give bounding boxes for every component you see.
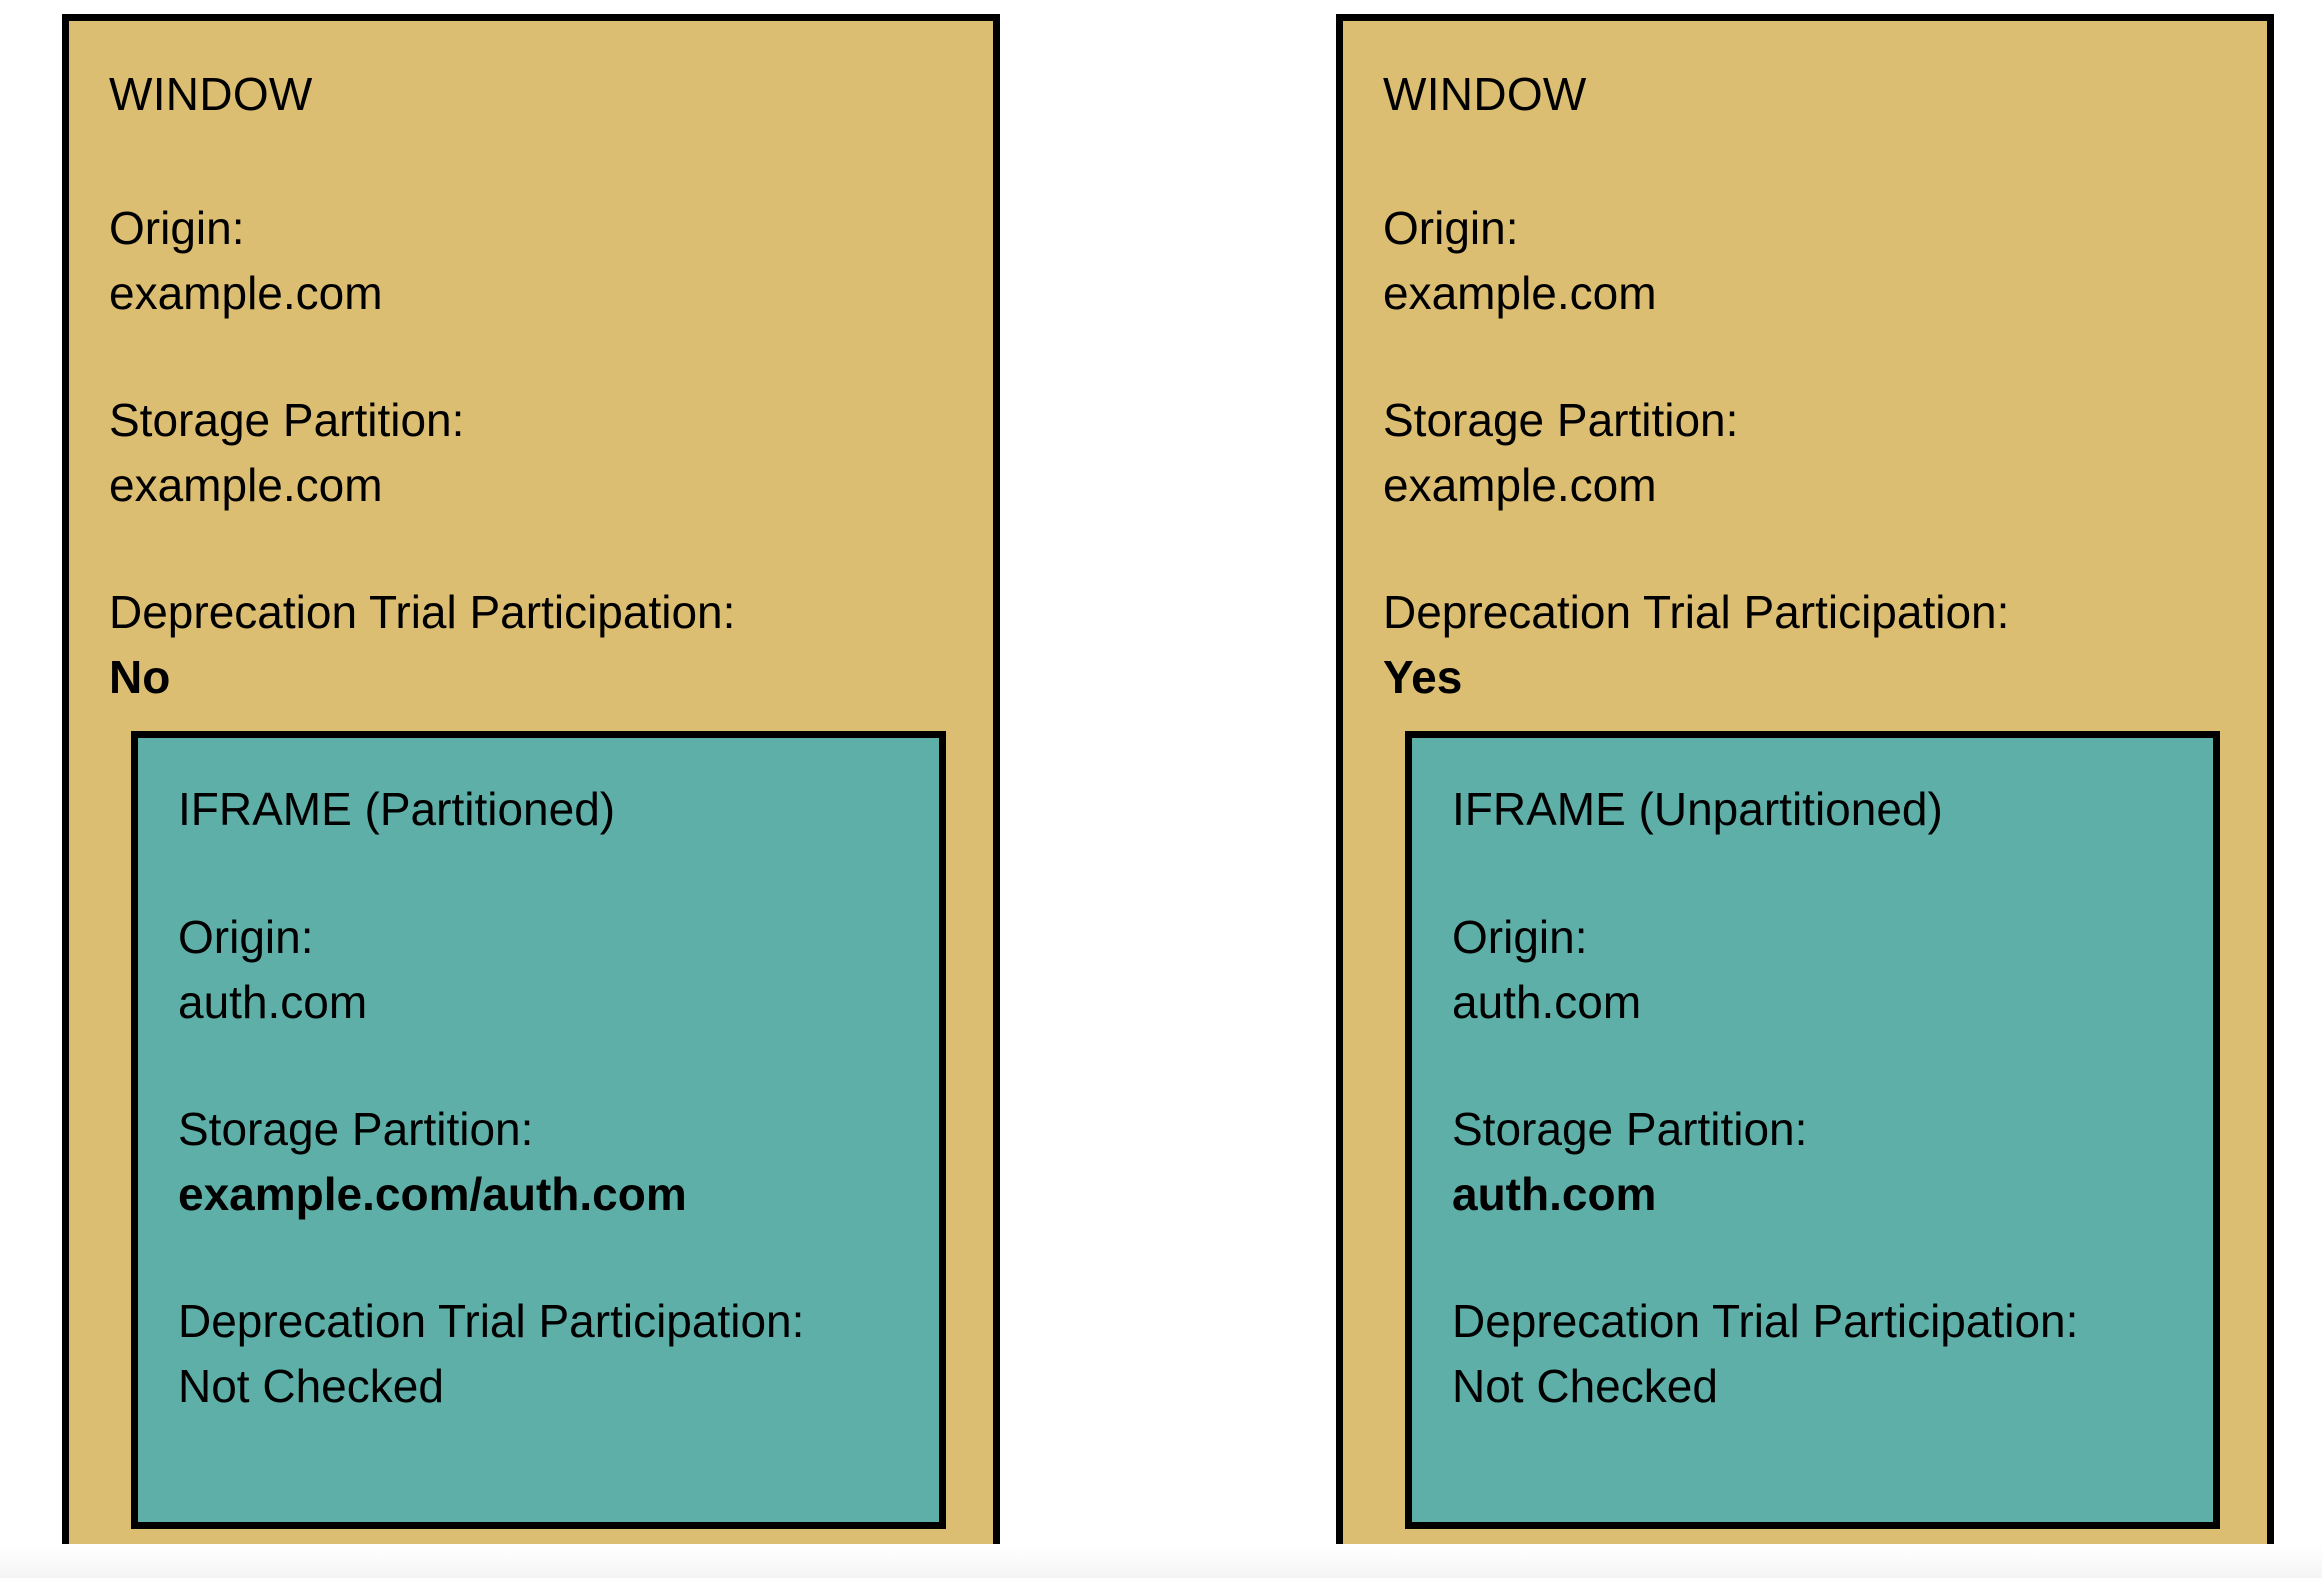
window-origin-field-right: Origin: example.com	[1383, 205, 1657, 317]
window-deprecation-trial-field-right: Deprecation Trial Participation: Yes	[1383, 589, 2009, 701]
iframe-origin-label-left: Origin:	[178, 911, 314, 963]
iframe-origin-label-right: Origin:	[1452, 911, 1588, 963]
iframe-storage-partition-field-left: Storage Partition: example.com/auth.com	[178, 1106, 687, 1218]
iframe-origin-value-left: auth.com	[178, 975, 368, 1028]
iframe-storage-partition-value-right: auth.com	[1452, 1167, 1657, 1220]
window-origin-field-left: Origin: example.com	[109, 205, 383, 317]
iframe-title-left: IFRAME (Partitioned)	[178, 783, 616, 835]
iframe-deprecation-trial-value-right: Not Checked	[1452, 1359, 1718, 1412]
window-box-partitioned: WINDOW Origin: example.com Storage Parti…	[62, 14, 1000, 1552]
iframe-origin-value-right: auth.com	[1452, 975, 1642, 1028]
iframe-deprecation-trial-field-right: Deprecation Trial Participation: Not Che…	[1452, 1298, 2078, 1410]
window-storage-partition-field-left: Storage Partition: example.com	[109, 397, 464, 509]
iframe-content-unpartitioned: IFRAME (Unpartitioned) Origin: auth.com …	[1412, 738, 2213, 1522]
window-box-unpartitioned: WINDOW Origin: example.com Storage Parti…	[1336, 14, 2274, 1552]
window-content-unpartitioned: WINDOW Origin: example.com Storage Parti…	[1343, 21, 2267, 1545]
window-storage-partition-value-left: example.com	[109, 458, 383, 511]
window-deprecation-trial-value-right: Yes	[1383, 650, 1463, 703]
window-storage-partition-label-right: Storage Partition:	[1383, 394, 1739, 446]
iframe-deprecation-trial-value-left: Not Checked	[178, 1359, 444, 1412]
iframe-deprecation-trial-field-left: Deprecation Trial Participation: Not Che…	[178, 1298, 804, 1410]
window-storage-partition-field-right: Storage Partition: example.com	[1383, 397, 1738, 509]
window-title-right: WINDOW	[1383, 68, 1587, 120]
iframe-storage-partition-field-right: Storage Partition: auth.com	[1452, 1106, 1807, 1218]
window-title-left: WINDOW	[109, 68, 313, 120]
iframe-origin-field-left: Origin: auth.com	[178, 914, 367, 1026]
iframe-storage-partition-label-left: Storage Partition:	[178, 1103, 534, 1155]
window-deprecation-trial-label-right: Deprecation Trial Participation:	[1383, 586, 2010, 638]
window-deprecation-trial-label-left: Deprecation Trial Participation:	[109, 586, 736, 638]
iframe-title-right: IFRAME (Unpartitioned)	[1452, 783, 1943, 835]
window-storage-partition-label-left: Storage Partition:	[109, 394, 465, 446]
iframe-box-partitioned: IFRAME (Partitioned) Origin: auth.com St…	[131, 731, 946, 1529]
iframe-deprecation-trial-label-right: Deprecation Trial Participation:	[1452, 1295, 2079, 1347]
window-content-partitioned: WINDOW Origin: example.com Storage Parti…	[69, 21, 993, 1545]
iframe-origin-field-right: Origin: auth.com	[1452, 914, 1641, 1026]
iframe-content-partitioned: IFRAME (Partitioned) Origin: auth.com St…	[138, 738, 939, 1522]
window-origin-value-right: example.com	[1383, 266, 1657, 319]
iframe-storage-partition-value-left: example.com/auth.com	[178, 1167, 687, 1220]
iframe-storage-partition-label-right: Storage Partition:	[1452, 1103, 1808, 1155]
window-deprecation-trial-field-left: Deprecation Trial Participation: No	[109, 589, 735, 701]
window-deprecation-trial-value-left: No	[109, 650, 171, 703]
window-origin-label-left: Origin:	[109, 202, 245, 254]
window-storage-partition-value-right: example.com	[1383, 458, 1657, 511]
iframe-deprecation-trial-label-left: Deprecation Trial Participation:	[178, 1295, 805, 1347]
window-origin-label-right: Origin:	[1383, 202, 1519, 254]
iframe-box-unpartitioned: IFRAME (Unpartitioned) Origin: auth.com …	[1405, 731, 2220, 1529]
window-origin-value-left: example.com	[109, 266, 383, 319]
